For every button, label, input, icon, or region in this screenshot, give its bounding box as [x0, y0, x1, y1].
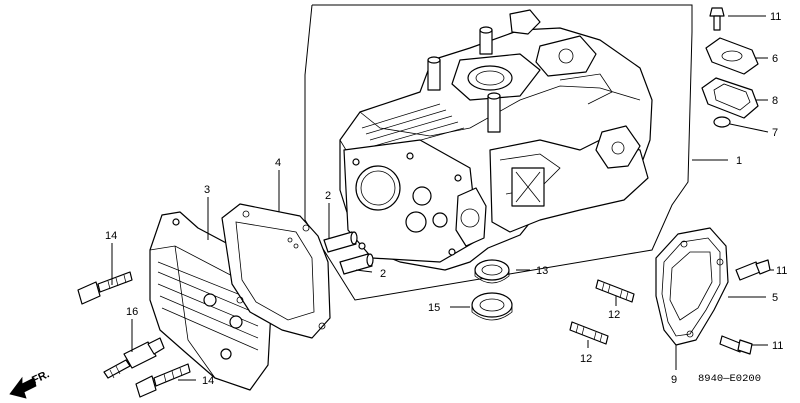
callout-11-top: 11: [770, 11, 781, 23]
callout-11-bottom: 11: [772, 340, 783, 352]
side-cover-drawing: [655, 227, 729, 346]
callout-1: 1: [736, 155, 742, 167]
callout-5: 5: [772, 292, 778, 304]
callout-15: 15: [428, 302, 440, 314]
callout-16: 16: [126, 306, 138, 318]
front-direction-label: FR.: [30, 368, 51, 386]
callout-12-lower: 12: [580, 353, 592, 365]
oil-seal-13: [474, 259, 510, 284]
callout-12-upper: 12: [608, 309, 620, 321]
bolt-14-upper: [77, 271, 133, 305]
head-gasket-drawing: [221, 203, 331, 339]
front-direction-indicator: FR.: [9, 368, 51, 399]
stud-12-upper: [595, 279, 635, 303]
callout-9: 9: [671, 374, 677, 386]
dowel-pin-lower: [339, 253, 374, 275]
callouts: 1 11 6 8 7 11 5 11 9 13 15 2 2 3 4 14 16…: [105, 11, 787, 387]
dowel-pins: [323, 231, 374, 275]
callout-4: 4: [275, 157, 281, 169]
callout-7: 7: [772, 127, 778, 139]
leader-lines: [111, 15, 774, 381]
dowel-pin-upper: [323, 231, 358, 253]
callout-11-mid: 11: [776, 265, 787, 277]
crankcase-boundary: [304, 4, 693, 301]
bolt-11-right-lower: [719, 335, 753, 355]
bolt-11-top: [709, 7, 725, 31]
front-arrow-icon: [9, 376, 37, 399]
callout-14-lower: 14: [202, 375, 214, 387]
stud-12-lower: [569, 321, 609, 345]
callout-2-lower: 2: [380, 268, 386, 280]
callout-2-upper: 2: [325, 190, 331, 202]
plug-7: [713, 116, 731, 128]
callout-6: 6: [772, 53, 778, 65]
plate-8: [701, 77, 759, 119]
crankcase-drawing: [339, 9, 653, 271]
callout-13: 13: [536, 265, 548, 277]
callout-3: 3: [204, 184, 210, 196]
bolt-14-lower: [135, 363, 191, 398]
callout-14-upper: 14: [105, 230, 117, 242]
oil-seal-15: [471, 292, 513, 321]
figure-code: 8940—E0200: [698, 373, 761, 385]
callout-8: 8: [772, 95, 778, 107]
gasket-6: [705, 37, 759, 75]
bolt-11-right-upper: [735, 259, 771, 281]
spark-plug-drawing: [103, 337, 165, 379]
